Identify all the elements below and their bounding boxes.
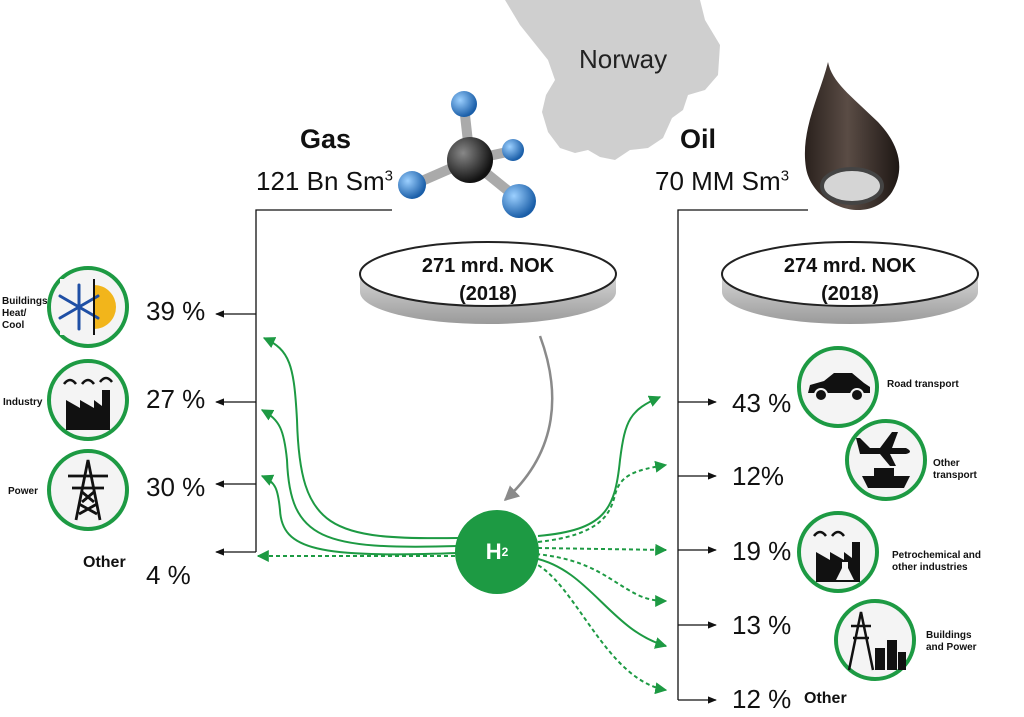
gas-value-disc: [359, 241, 617, 324]
h2-to-gas-flows: [256, 337, 459, 562]
gas-percent-buildings: 39 %: [146, 296, 206, 326]
gas-icon-buildings: [47, 266, 129, 348]
gas-use-label-power: Power: [8, 486, 39, 497]
gas-icon-power: [47, 449, 129, 531]
oil-icon-petrochemical: [797, 511, 879, 593]
oil-title: Oil: [680, 124, 717, 154]
gas-trunk-line: [255, 209, 392, 552]
norway-map: [505, 0, 720, 160]
oil-icon-transport: [845, 419, 927, 501]
oil-use-label-other: Other: [804, 690, 847, 707]
oil-use-label-road: Road transport: [887, 379, 959, 390]
gas-value-label: 271 mrd. NOK(2018): [421, 255, 555, 305]
oil-percent-road: 43 %: [732, 388, 792, 418]
gas-percent-other: 4 %: [146, 560, 191, 590]
gas-percent-industry: 27 %: [146, 384, 206, 414]
oil-icon-road: [797, 346, 879, 428]
oil-volume: 70 MM Sm3: [655, 166, 790, 196]
h2-to-oil-flows: [531, 395, 668, 695]
oil-percent-other-transport: 12%: [732, 461, 785, 491]
oil-percent-buildings-power: 13 %: [732, 610, 792, 640]
oil-percent-petrochemical: 19 %: [732, 536, 792, 566]
oil-value-disc: [721, 241, 979, 324]
oil-icon-buildings-power: [834, 599, 916, 681]
methane-molecule-icon: [398, 91, 536, 218]
oil-trunk-line: [677, 209, 808, 700]
gas-use-label-industry: Industry: [3, 397, 43, 408]
oil-drop-icon: [804, 62, 900, 211]
oil-percent-other: 12 %: [732, 684, 792, 714]
oil-value-label: 274 mrd. NOK(2018): [783, 255, 917, 305]
gas-title: Gas: [300, 124, 352, 154]
gas-volume: 121 Bn Sm3: [256, 166, 393, 196]
gas-percent-power: 30 %: [146, 472, 206, 502]
gas-use-label-other: Other: [83, 554, 126, 571]
gas-icon-industry: [47, 359, 129, 441]
map-label: Norway: [579, 44, 668, 74]
value-to-h2-arrow: [503, 335, 554, 502]
